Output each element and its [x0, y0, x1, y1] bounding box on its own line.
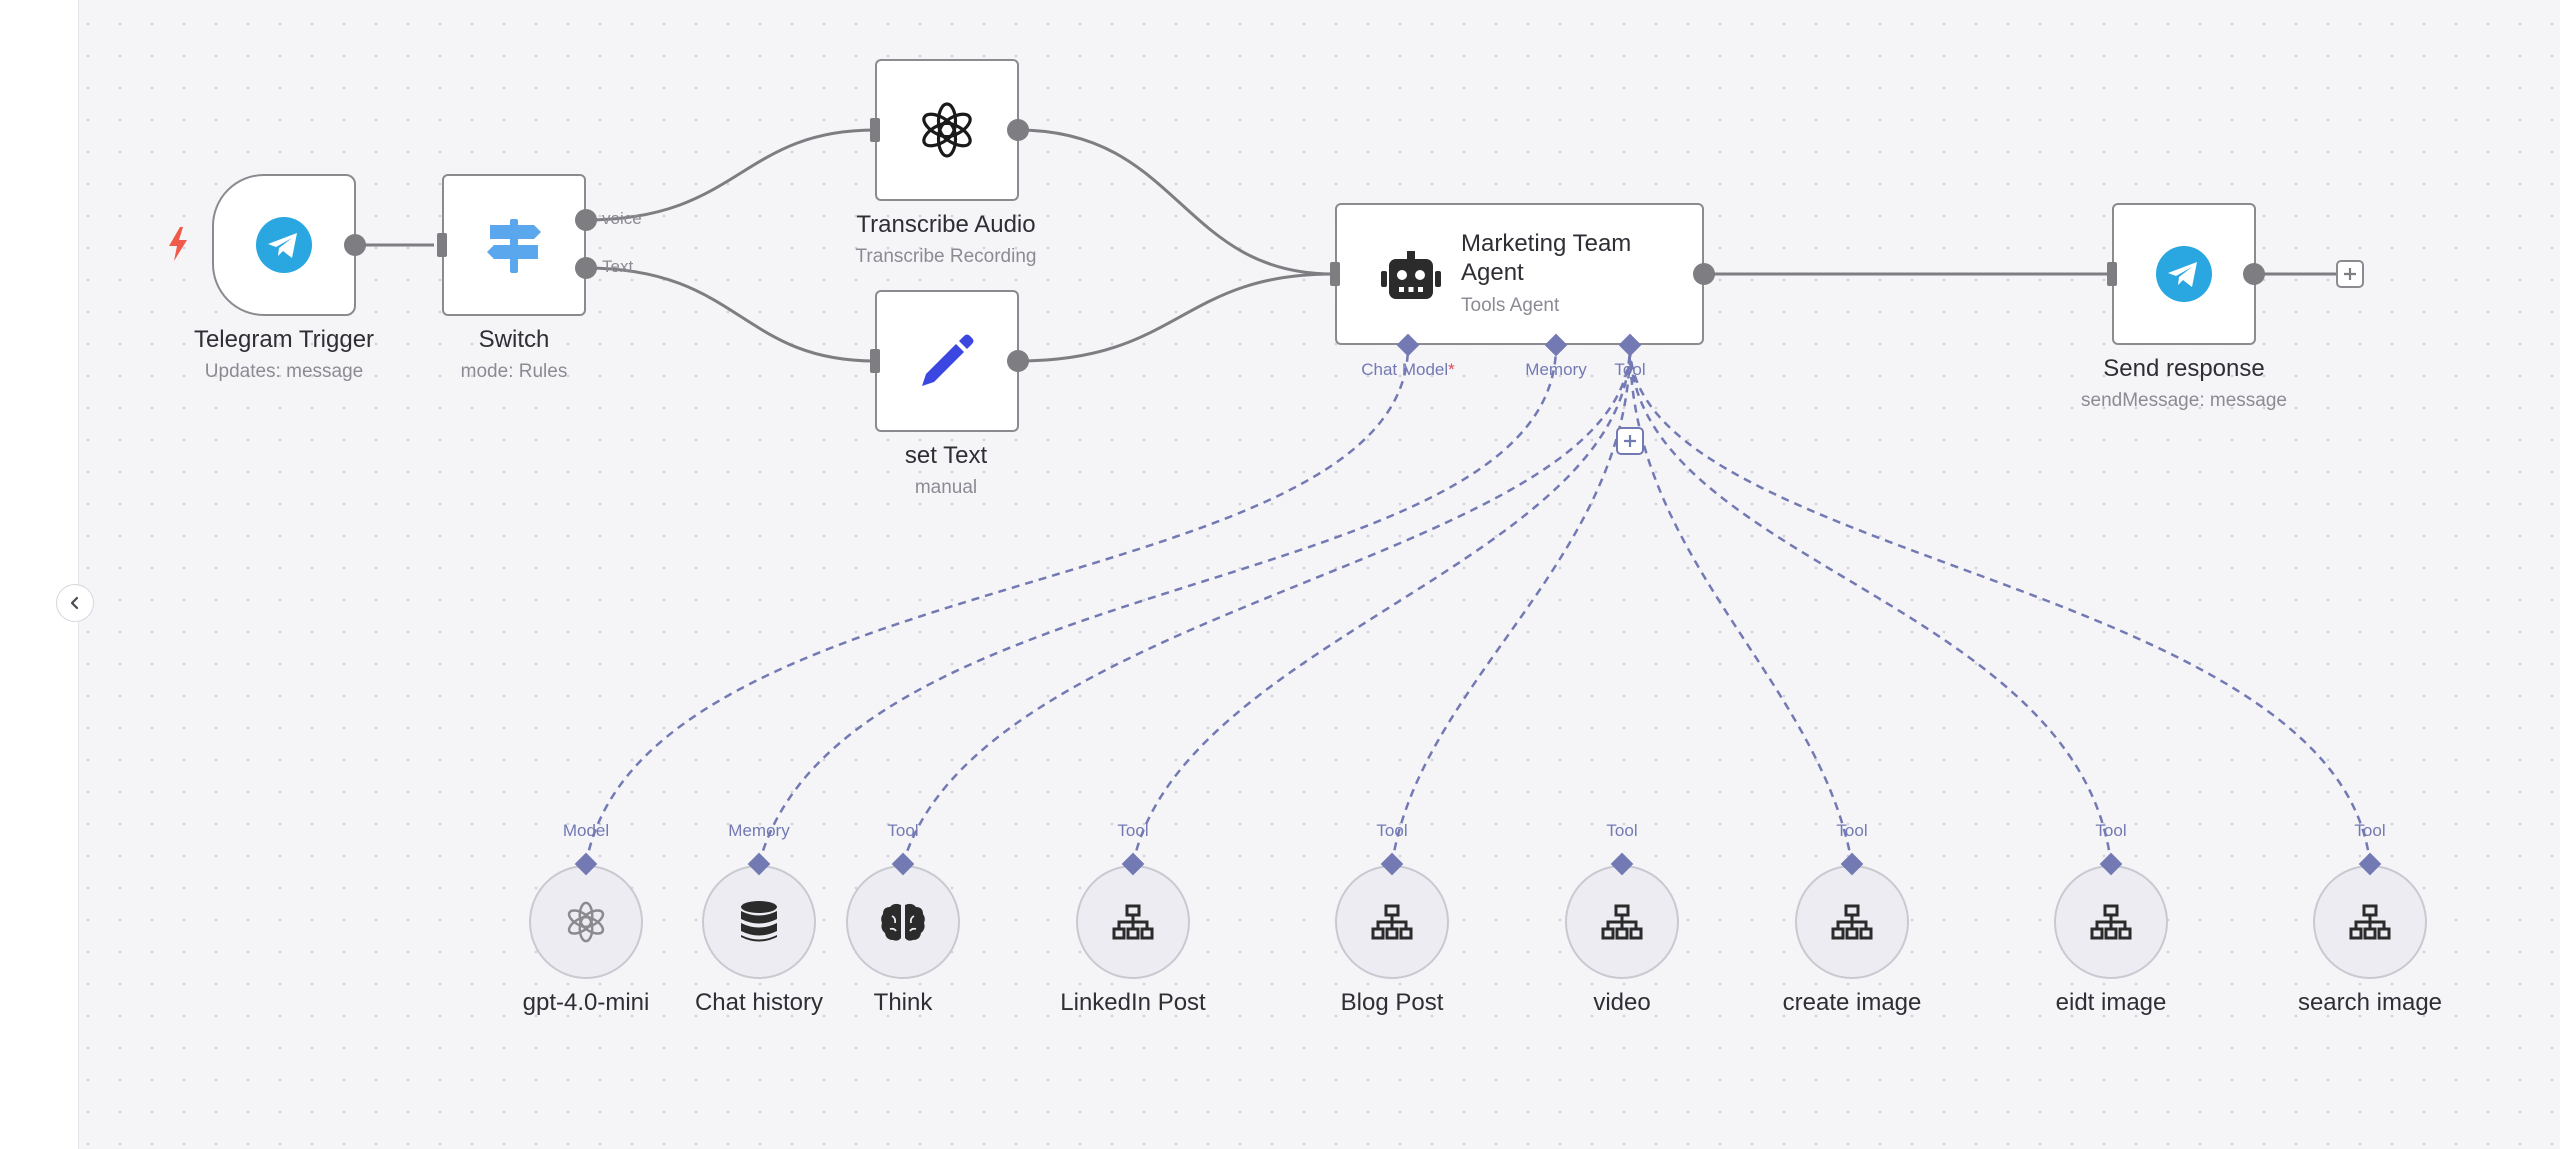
edge-settext-agent[interactable] [1017, 272, 1334, 363]
edge-switch-settext[interactable] [585, 266, 876, 363]
subnode-port-label: Tool [1606, 821, 1638, 840]
agent-subtitle: Tools Agent [1461, 295, 1560, 316]
sitemap-icon [1601, 904, 1643, 940]
robot-icon [1381, 251, 1441, 299]
edge-switch-transcribe[interactable] [585, 128, 876, 222]
switch-subtitle: mode: Rules [460, 361, 568, 382]
send-response-node[interactable] [2112, 203, 2256, 345]
telegram-trigger-title: Telegram Trigger [193, 326, 375, 353]
edge-create-image-agent[interactable] [1628, 345, 1854, 865]
subnode-title: video [1593, 989, 1651, 1016]
subnode-video[interactable] [1565, 865, 1679, 979]
edge-think-agent[interactable] [901, 345, 1632, 865]
subnode-title: eidt image [2055, 989, 2167, 1016]
subnode-blog-post[interactable] [1335, 865, 1449, 979]
subnode-title: Blog Post [1340, 989, 1444, 1016]
subnode-port-label: Tool [887, 821, 919, 840]
signpost-icon [487, 219, 541, 273]
plus-icon [2344, 268, 2356, 280]
agent-memory-label: Memory [1525, 360, 1587, 379]
sitemap-icon [1831, 904, 1873, 940]
agent-node[interactable]: Marketing Team Agent Tools Agent [1335, 203, 1704, 345]
send-response-output-handle[interactable] [2243, 263, 2265, 285]
send-response-subtitle: sendMessage: message [2081, 390, 2287, 411]
lightning-bolt-icon [169, 227, 187, 261]
edge-edit-image-agent[interactable] [1628, 345, 2113, 865]
chevron-left-icon [70, 596, 79, 610]
subnode-title: Chat history [694, 989, 824, 1016]
subnode-port-label: Tool [1117, 821, 1149, 840]
add-node-button[interactable] [2336, 260, 2364, 288]
subnode-chat-history[interactable] [702, 865, 816, 979]
sitemap-icon [2349, 904, 2391, 940]
edge-blog-agent[interactable] [1390, 345, 1632, 865]
switch-output-text-label: Text [602, 257, 634, 276]
set-text-title: set Text [904, 442, 988, 469]
subnode-port-label: Tool [2095, 821, 2127, 840]
transcribe-audio-input-handle[interactable] [870, 118, 880, 142]
edge-transcribe-agent[interactable] [1017, 128, 1334, 276]
agent-tool-label: Tool [1614, 360, 1646, 379]
subnode-create-image[interactable] [1795, 865, 1909, 979]
subnode-port-label: Tool [1836, 821, 1868, 840]
pencil-icon [922, 334, 974, 386]
subnode-title: gpt-4.0-mini [522, 989, 650, 1016]
subnode-search-image[interactable] [2313, 865, 2427, 979]
transcribe-audio-output-handle[interactable] [1007, 119, 1029, 141]
subnode-title: create image [1782, 989, 1922, 1016]
required-mark: * [1448, 360, 1455, 379]
set-text-input-handle[interactable] [870, 349, 880, 373]
transcribe-audio-subtitle: Transcribe Recording [855, 246, 1037, 267]
subnode-gpt-4-0-mini[interactable] [529, 865, 643, 979]
subnode-eidt-image[interactable] [2054, 865, 2168, 979]
switch-output-text-handle[interactable] [575, 257, 597, 279]
switch-title: Switch [478, 326, 550, 353]
subnode-title: Think [873, 989, 933, 1016]
collapse-panel-button[interactable] [56, 584, 94, 622]
send-response-input-handle[interactable] [2107, 262, 2117, 286]
telegram-trigger-node[interactable] [212, 174, 356, 316]
sitemap-icon [1371, 904, 1413, 940]
openai-icon [567, 901, 605, 943]
transcribe-audio-title: Transcribe Audio [856, 211, 1036, 238]
sitemap-icon [1112, 904, 1154, 940]
subnode-port-label: Model [562, 821, 610, 840]
add-tool-button[interactable] [1616, 427, 1644, 455]
set-text-output-handle[interactable] [1007, 350, 1029, 372]
set-text-subtitle: manual [914, 477, 978, 498]
telegram-trigger-subtitle: Updates: message [204, 361, 364, 382]
telegram-icon [2156, 246, 2212, 302]
sitemap-icon [2090, 904, 2132, 940]
openai-icon [922, 102, 972, 158]
agent-chat-model-label: Chat Model* [1361, 360, 1455, 380]
switch-output-voice-label: voice [602, 209, 642, 228]
transcribe-audio-node[interactable] [875, 59, 1019, 201]
agent-title: Marketing Team Agent [1461, 230, 1632, 286]
subnode-port-label: Tool [2354, 821, 2386, 840]
telegram-trigger-output-handle[interactable] [344, 234, 366, 256]
chat-model-label-text: Chat Model [1361, 360, 1449, 379]
brain-icon [881, 903, 925, 941]
left-panel [0, 0, 79, 1149]
switch-node[interactable] [442, 174, 586, 316]
agent-output-handle[interactable] [1693, 263, 1715, 285]
subnode-title: search image [2297, 989, 2443, 1016]
send-response-title: Send response [2103, 355, 2265, 382]
plus-icon [1624, 435, 1636, 447]
switch-input-handle[interactable] [437, 233, 447, 257]
subnode-linkedin-post[interactable] [1076, 865, 1190, 979]
subnode-think[interactable] [846, 865, 960, 979]
set-text-node[interactable] [875, 290, 1019, 432]
subnode-port-label: Tool [1376, 821, 1408, 840]
telegram-icon [256, 217, 312, 273]
database-icon [741, 901, 777, 942]
subnode-port-label: Memory [728, 821, 790, 840]
switch-output-voice-handle[interactable] [575, 209, 597, 231]
agent-input-handle[interactable] [1330, 262, 1340, 286]
edge-linkedin-agent[interactable] [1131, 345, 1632, 865]
edge-search-image-agent[interactable] [1628, 345, 2372, 865]
subnode-title: LinkedIn Post [1060, 989, 1206, 1016]
edge-model-agent[interactable] [584, 345, 1410, 865]
